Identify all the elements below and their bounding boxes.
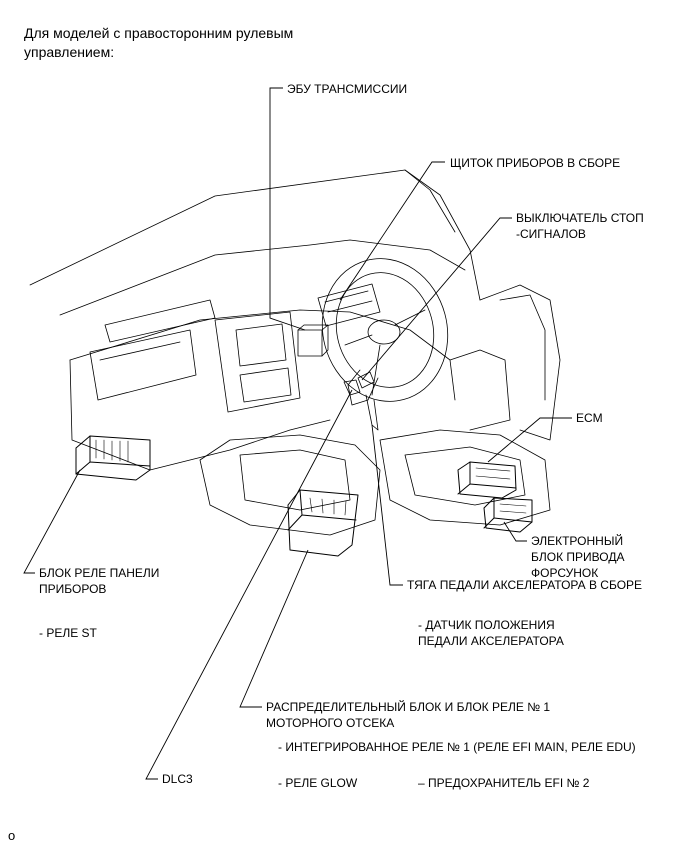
steering-wheel [321,258,449,402]
label-accel-sensor-line-2: ПЕДАЛИ АКСЕЛЕРАТОРА [418,634,564,648]
label-stop-switch-line-1: ВЫКЛЮЧАТЕЛЬ СТОП [516,211,644,225]
accelerator-pedal [365,394,379,431]
label-accel-pedal: ТЯГА ПЕДАЛИ АКСЕЛЕРАТОРА В СБОРЕ [407,578,643,592]
leader-ecm [487,417,572,463]
label-instrument-cluster: ЩИТОК ПРИБОРОВ В СБОРЕ [450,156,621,170]
label-edu-line-1: ЭЛЕКТРОННЫЙ [531,534,624,548]
instrument-panel-relay-block [75,435,151,481]
label-engine-box-line-1: РАСПРЕДЕЛИТЕЛЬНЫЙ БЛОК И БЛОК РЕЛЕ № 1 [266,700,551,714]
label-engine-box-line-2: МОТОРНОГО ОТСЕКА [266,716,395,730]
right-seat [379,429,551,526]
diagram-header: Для моделей с правосторонним рулевым упр… [24,24,293,62]
label-glow-relay: - РЕЛЕ GLOW [278,776,358,790]
stop-light-switch [357,371,375,389]
center-stack [214,311,301,413]
glove-box [89,329,197,401]
label-relay-block-line-1: БЛОК РЕЛЕ ПАНЕЛИ [39,566,160,580]
ecm-module [457,461,517,499]
leader-stop-switch [361,217,512,381]
label-edu-line-3: ФОРСУНОК [531,566,599,580]
header-line-1: Для моделей с правосторонним рулевым [24,25,294,41]
right-seat-back [479,284,561,441]
label-ecm: ECM [576,411,603,425]
label-accel-sensor-line-1: - ДАТЧИК ПОЛОЖЕНИЯ [418,618,555,632]
leader-relay-block [23,469,81,574]
leader-instrument-cluster [339,161,445,301]
leader-transmission-ecu [269,87,306,331]
leader-edu [503,521,527,542]
a-pillar [404,169,481,301]
footer-mark: о [8,828,16,843]
label-dlc3: DLC3 [162,772,193,786]
label-transmission-ecu: ЭБУ ТРАНСМИССИИ [287,82,408,96]
leader-engine-box [239,549,309,708]
header-line-2: управлением: [24,44,115,60]
leader-accel-pedal [371,424,403,586]
transmission-ecu-box [297,329,323,357]
label-relay-block-line-2: ПРИБОРОВ [39,582,107,596]
engine-room-junction-block [287,489,359,557]
windshield-outline [29,169,456,286]
label-stop-switch-line-2: -СИГНАЛОВ [516,227,586,241]
label-st-relay: - РЕЛЕ ST [39,626,97,640]
label-efi-fuse: – ПРЕДОХРАНИТЕЛЬ EFI № 2 [418,776,590,790]
leader-dlc3 [145,389,353,780]
instrument-cluster-module [317,283,381,327]
label-integrated-relay: - ИНТЕГРИРОВАННОЕ РЕЛЕ № 1 (РЕЛЕ EFI MAI… [278,740,636,754]
dash-top [59,239,466,316]
left-seat [199,434,381,536]
label-edu-line-2: БЛОК ПРИВОДА [531,550,625,564]
dashboard-lower [69,359,331,471]
edu-module [483,497,533,533]
